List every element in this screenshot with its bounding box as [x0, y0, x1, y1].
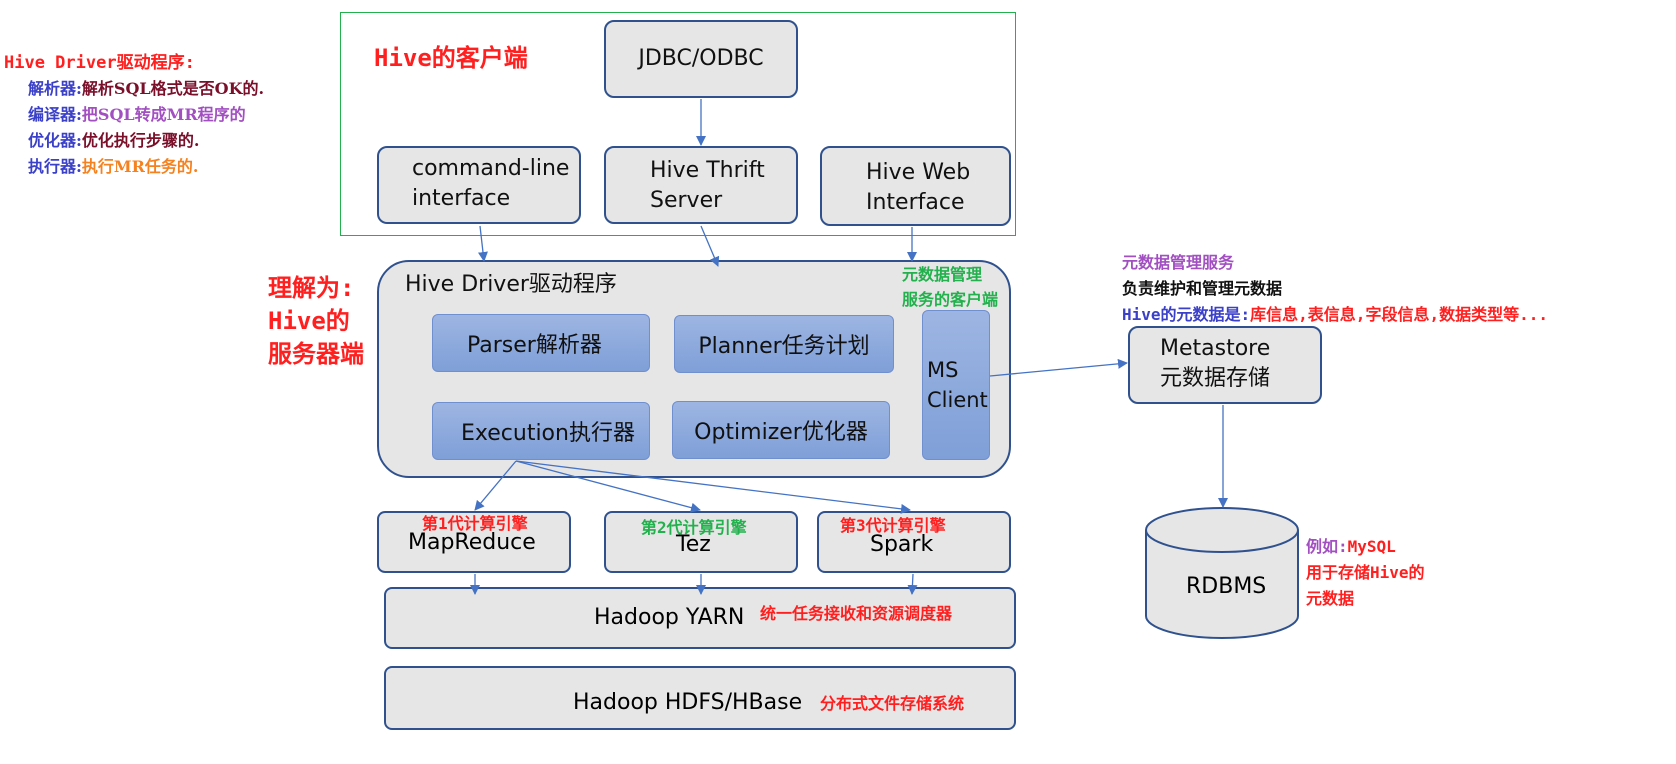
arrow-exec-tez: [515, 460, 701, 513]
driver-notes: Hive Driver驱动程序: 解析器:解析SQL格式是否OK的. 编译器:把…: [4, 50, 264, 180]
note-compiler: 编译器:把SQL转成MR程序的: [4, 102, 264, 128]
hive-driver-title: Hive Driver驱动程序: [405, 272, 617, 297]
mapreduce-note: 第1代计算引擎: [422, 514, 528, 533]
parser-module: Parser解析器: [432, 314, 650, 372]
ms-client-module: MS Client: [922, 310, 990, 460]
web-interface-label: Hive Web Interface: [866, 160, 971, 215]
server-note: 理解为: Hive的 服务器端: [268, 274, 364, 368]
arrow-msclient-metastore: [989, 358, 1128, 377]
optimizer-label: Optimizer优化器: [694, 420, 868, 445]
tez-box: [604, 511, 798, 573]
spark-box: [817, 511, 1011, 573]
note-optimizer: 优化器:优化执行步骤的.: [4, 128, 264, 154]
metastore-label: Metastore 元数据存储: [1160, 336, 1271, 391]
arrow-thrift-driver: [700, 225, 720, 267]
parser-label: Parser解析器: [467, 333, 602, 358]
arrow-cli-driver: [478, 225, 488, 262]
note-term: 执行器:: [28, 157, 82, 176]
arrow-spark-yarn: [907, 573, 918, 595]
metastore-note-meta: Hive的元数据是:库信息,表信息,字段信息,数据类型等...: [1122, 302, 1548, 328]
thrift-server-label: Hive Thrift Server: [650, 158, 765, 213]
spark-label: Spark: [870, 532, 934, 557]
jdbc-odbc-box: JDBC/ODBC: [604, 20, 798, 98]
tez-label: Tez: [676, 532, 711, 557]
note-desc: 解析SQL格式是否OK的.: [81, 79, 265, 98]
metastore-meta-value: 库信息,表信息,字段信息,数据类型等...: [1250, 305, 1548, 324]
spark-note: 第3代计算引擎: [840, 516, 946, 535]
metastore-note-desc: 负责维护和管理元数据: [1122, 279, 1283, 298]
note-parser: 解析器:解析SQL格式是否OK的.: [4, 76, 264, 102]
ms-client-note: 元数据管理 服务的客户端: [902, 265, 999, 309]
note-desc: 把SQL转成MR程序的: [81, 105, 246, 124]
execution-module: Execution执行器: [432, 402, 650, 460]
thrift-server-box: Hive Thrift Server: [604, 146, 798, 224]
client-area-label: Hive的客户端: [374, 44, 528, 72]
rdbms-cylinder: [1145, 507, 1299, 639]
mapreduce-box: [377, 511, 571, 573]
mapreduce-label: MapReduce: [408, 530, 536, 555]
arrow-exec-mr: [474, 460, 517, 511]
note-term: 解析器:: [28, 79, 82, 98]
rdbms-note-prefix: 例如:: [1306, 537, 1348, 556]
execution-label: Execution执行器: [461, 421, 635, 446]
web-interface-box: Hive Web Interface: [820, 146, 1011, 226]
rdbms-note: 例如:MySQL 用于存储Hive的 元数据: [1306, 534, 1425, 612]
driver-notes-title: Hive Driver驱动程序:: [4, 53, 195, 73]
hdfs-box: [384, 666, 1016, 730]
yarn-label: Hadoop YARN: [594, 605, 745, 630]
planner-module: Planner任务计划: [674, 315, 894, 373]
note-executor: 执行器:执行MR任务的.: [4, 154, 264, 180]
optimizer-module: Optimizer优化器: [672, 401, 890, 459]
jdbc-odbc-label: JDBC/ODBC: [638, 46, 764, 71]
metastore-box: Metastore 元数据存储: [1128, 326, 1322, 404]
metastore-note: 元数据管理服务 负责维护和管理元数据 Hive的元数据是:库信息,表信息,字段信…: [1122, 250, 1548, 328]
note-term: 优化器:: [28, 131, 82, 150]
rdbms-note-rest: 用于存储Hive的 元数据: [1306, 563, 1425, 608]
arrow-exec-spark: [515, 460, 911, 514]
note-desc: 优化执行步骤的.: [81, 131, 200, 150]
tez-note: 第2代计算引擎: [641, 518, 747, 537]
client-area-frame: [340, 12, 1016, 236]
rdbms-note-value: MySQL: [1347, 537, 1396, 556]
hdfs-label: Hadoop HDFS/HBase: [573, 690, 803, 715]
note-term: 编译器:: [28, 105, 82, 124]
metastore-note-title: 元数据管理服务: [1122, 253, 1235, 272]
rdbms-label: RDBMS: [1186, 574, 1267, 599]
ms-client-label: MS Client: [927, 358, 988, 412]
cli-box: command-line interface: [377, 146, 581, 224]
planner-label: Planner任务计划: [698, 334, 870, 359]
rdbms-note-example: 例如:MySQL: [1306, 534, 1425, 560]
hdfs-note: 分布式文件存储系统: [820, 694, 965, 713]
yarn-note: 统一任务接收和资源调度器: [760, 604, 953, 623]
note-desc: 执行MR任务的.: [81, 157, 199, 176]
metastore-meta-prefix: Hive的元数据是:: [1122, 305, 1251, 324]
cli-label: command-line interface: [412, 156, 570, 211]
